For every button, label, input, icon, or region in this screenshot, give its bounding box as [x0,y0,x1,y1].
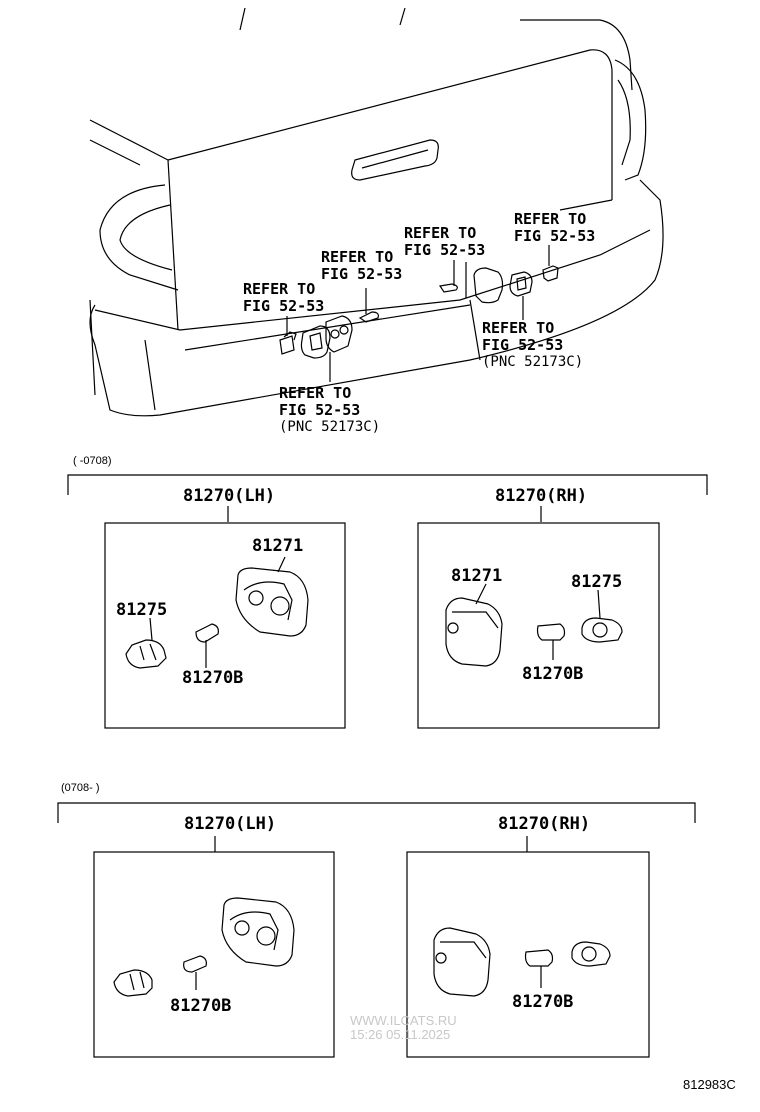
refer-label-6-line3: (PNC 52173C) [279,419,381,435]
truck-rear-drawing [89,7,664,417]
watermark: WWW.ILCATS.RU 15:26 05.11.2025 [350,1014,457,1042]
refer-label-1-line2: FIG 52-53 [243,297,325,315]
watermark-line1: WWW.ILCATS.RU [350,1013,457,1028]
group-1-lh-part-81275: 81275 [116,600,168,620]
refer-label-2: REFER TO FIG 52-53 [321,249,402,283]
rh-lamp-upper-illustration [445,583,623,667]
refer-label-1-line1: REFER TO [243,280,316,298]
refer-label-6-line1: REFER TO [279,384,352,402]
refer-label-3: REFER TO FIG 52-53 [404,225,485,259]
lh-lamp-lower-illustration [113,897,295,997]
part-boxes [93,522,660,1058]
rh-lamp-lower-illustration [433,927,611,997]
group-1-range: ( -0708) [73,455,112,467]
diagram-id: 812983C [683,1077,736,1092]
refer-label-6: REFER TO FIG 52-53 (PNC 52173C) [279,385,380,436]
group-2-rh-title: 81270(RH) [498,814,591,834]
refer-label-5-line3: (PNC 52173C) [482,354,584,370]
group-1-rh-part-81275: 81275 [571,572,623,592]
refer-label-5-line2: FIG 52-53 [482,336,564,354]
group-1-rh-part-81271: 81271 [451,566,503,586]
group-2-lh-title: 81270(LH) [184,814,277,834]
lh-lamp-upper-illustration [125,556,309,669]
refer-label-4-line1: REFER TO [514,210,587,228]
group-1-rh-part-81270b: 81270B [522,664,584,684]
refer-label-3-line2: FIG 52-53 [404,241,486,259]
refer-label-4: REFER TO FIG 52-53 [514,211,595,245]
refer-label-2-line2: FIG 52-53 [321,265,403,283]
refer-label-6-line2: FIG 52-53 [279,401,361,419]
group-2-range: (0708- ) [61,782,100,794]
refer-label-1: REFER TO FIG 52-53 [243,281,324,315]
group-2-lh-part-81270b: 81270B [170,996,232,1016]
refer-label-2-line1: REFER TO [321,248,394,266]
refer-label-3-line1: REFER TO [404,224,477,242]
group-1-lh-part-81271: 81271 [252,536,304,556]
group-brackets [57,474,708,852]
group-2-rh-part-81270b: 81270B [512,992,574,1012]
refer-label-5-line1: REFER TO [482,319,555,337]
refer-label-5: REFER TO FIG 52-53 (PNC 52173C) [482,320,583,371]
refer-label-4-line2: FIG 52-53 [514,227,596,245]
group-1-rh-title: 81270(RH) [495,486,588,506]
group-1-lh-title: 81270(LH) [183,486,276,506]
group-1-lh-part-81270b: 81270B [182,668,244,688]
bumper-lamp-parts [279,245,559,382]
watermark-line2: 15:26 05.11.2025 [350,1027,451,1042]
